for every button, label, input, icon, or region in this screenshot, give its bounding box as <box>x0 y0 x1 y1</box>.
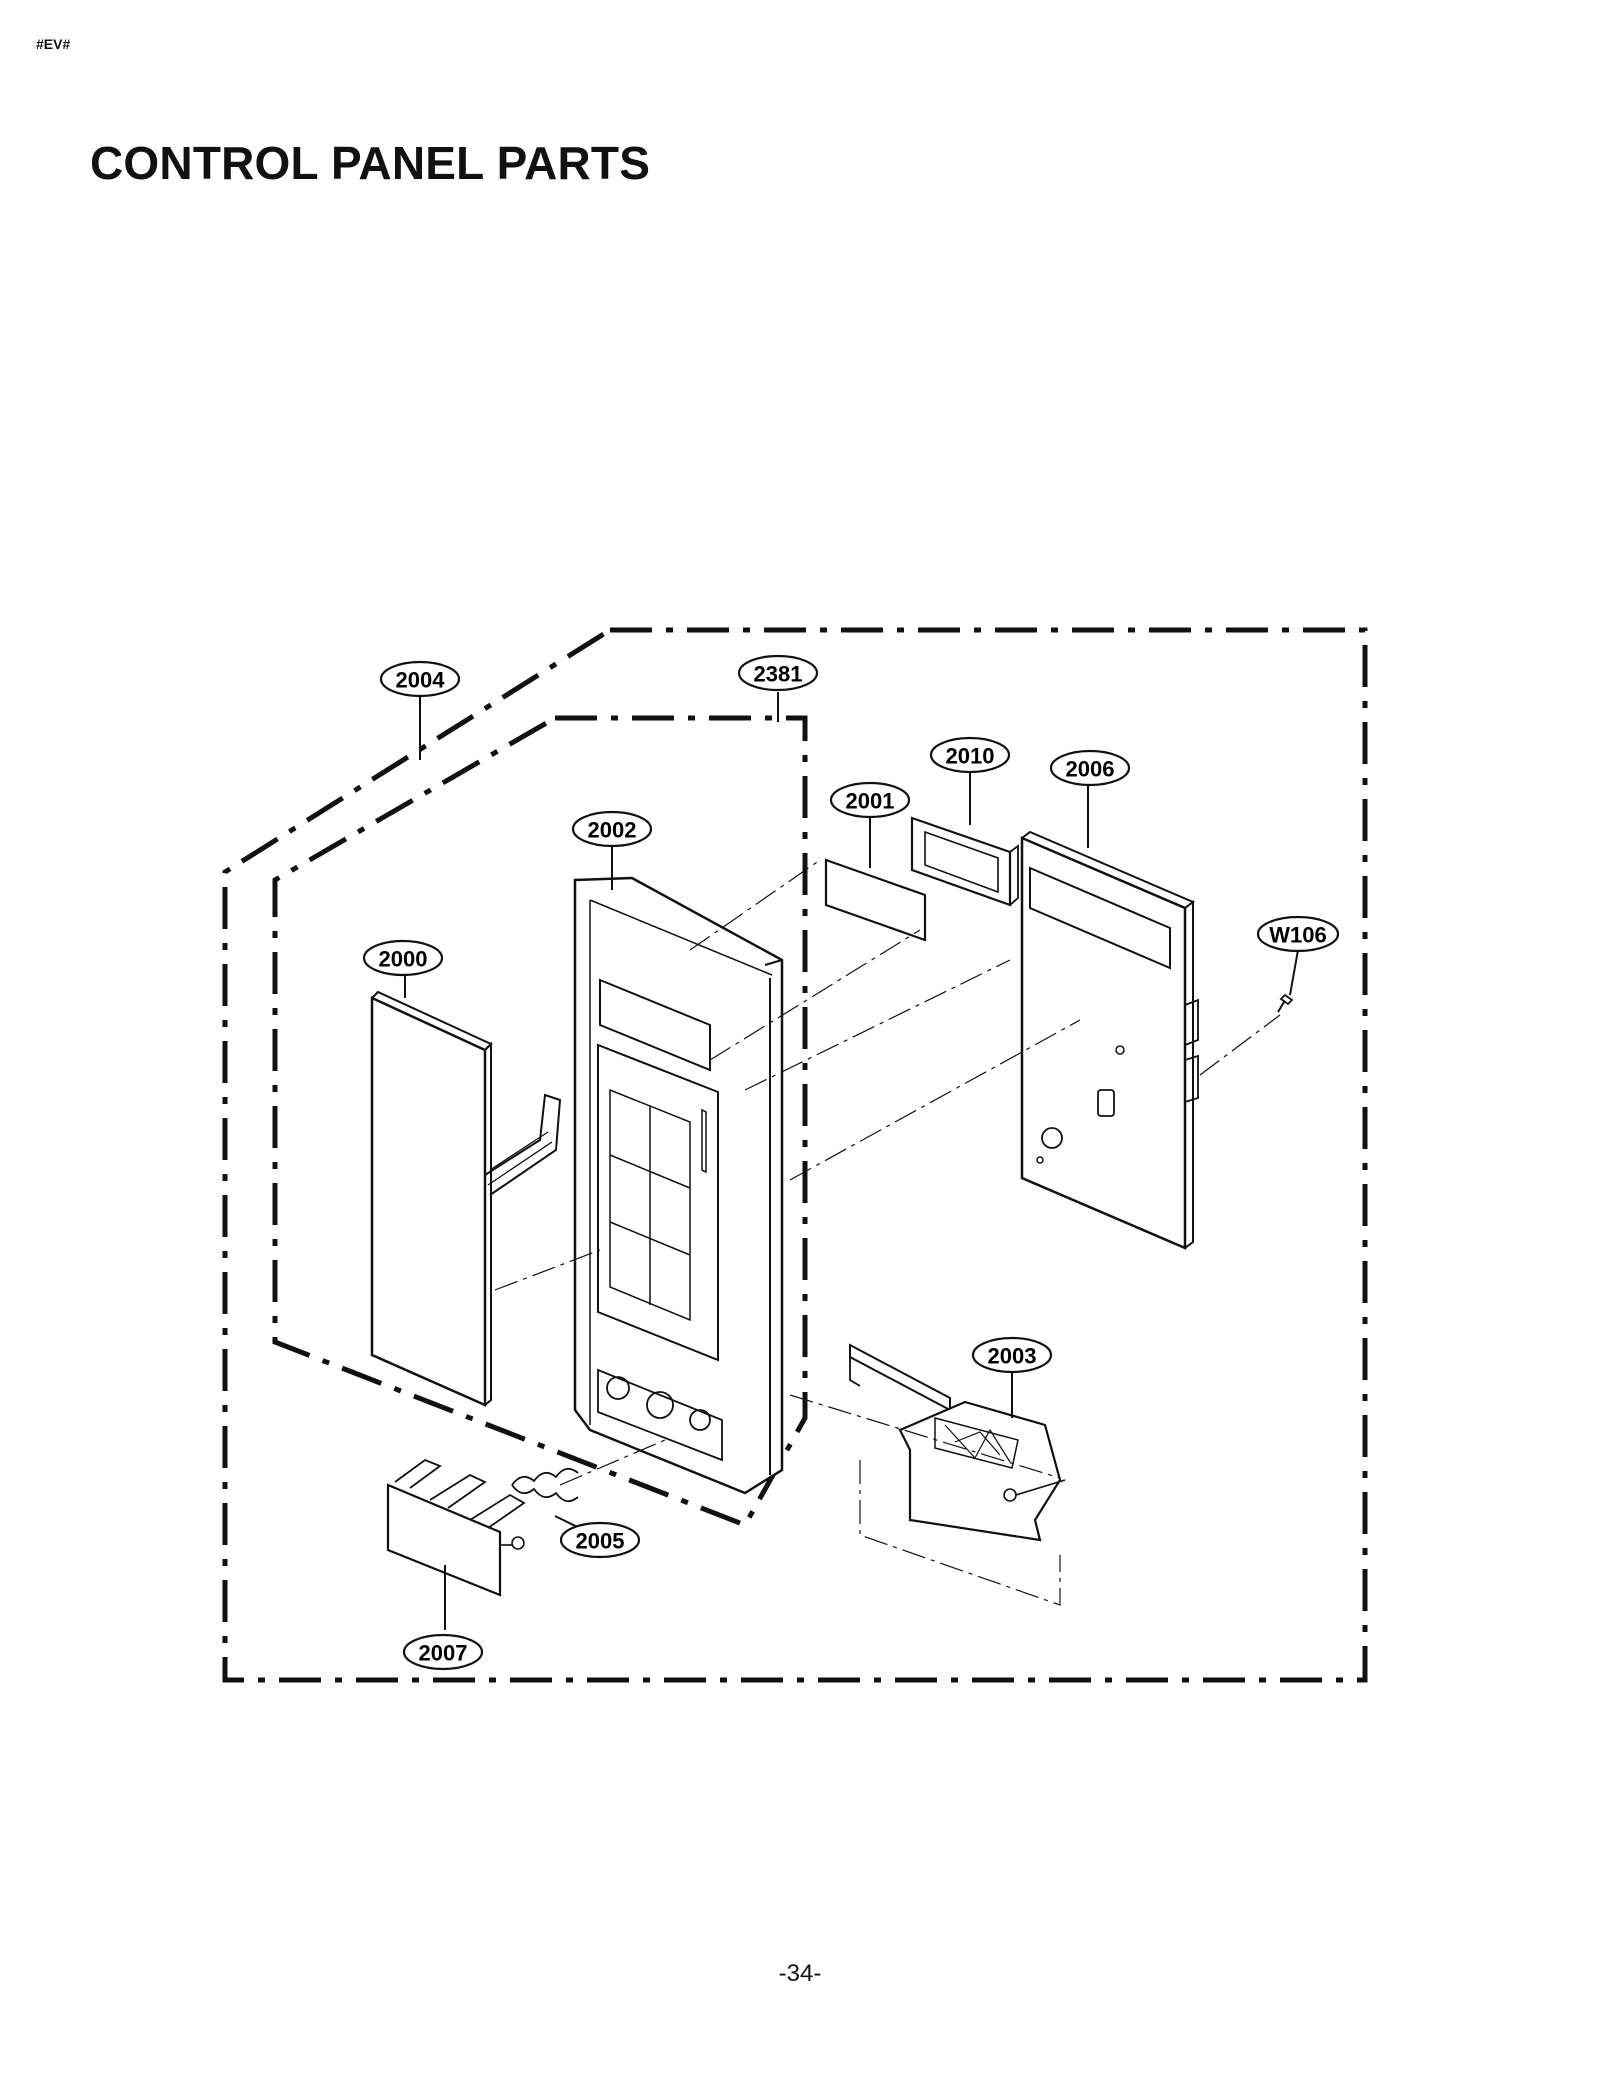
svg-text:W106: W106 <box>1269 923 1326 948</box>
alignment-lines <box>494 859 1281 1606</box>
callout-2010: 2010 <box>929 736 1011 774</box>
outer-assembly-boundary <box>222 627 1368 1683</box>
display-window-part <box>824 858 927 942</box>
svg-text:2000: 2000 <box>379 947 428 972</box>
svg-text:2001: 2001 <box>846 789 895 814</box>
callout-2000: 2000 <box>362 939 444 977</box>
callout-2001: 2001 <box>829 781 911 819</box>
callout-2006: 2006 <box>1049 749 1131 787</box>
spring-part <box>511 1467 579 1503</box>
svg-text:2006: 2006 <box>1066 757 1115 782</box>
screw-part <box>1277 993 1294 1013</box>
svg-text:2010: 2010 <box>946 744 995 769</box>
lcd-holder-part <box>910 816 1019 907</box>
pcb-assembly-part <box>1020 830 1199 1250</box>
page-number: -34- <box>778 1960 822 1987</box>
callout-2007: 2007 <box>402 1633 484 1671</box>
page-title: CONTROL PANEL PARTS <box>90 137 651 189</box>
callout-w106: W106 <box>1256 915 1340 953</box>
svg-text:2003: 2003 <box>988 1344 1037 1369</box>
inner-subassembly-boundary <box>272 715 808 1529</box>
callout-2002: 2002 <box>571 810 653 848</box>
latch-lever-part <box>849 1343 1066 1542</box>
callout-2004: 2004 <box>379 660 461 698</box>
callout-2381: 2381 <box>737 654 819 692</box>
callout-2005: 2005 <box>559 1521 641 1559</box>
document-tag: #EV# <box>36 36 71 52</box>
svg-text:2007: 2007 <box>419 1641 468 1666</box>
svg-text:2002: 2002 <box>588 818 637 843</box>
callout-2003: 2003 <box>971 1336 1053 1374</box>
membrane-keypad-part <box>370 990 562 1407</box>
svg-text:2004: 2004 <box>396 668 446 693</box>
svg-text:2005: 2005 <box>576 1529 625 1554</box>
control-panel-frame-part <box>573 876 784 1495</box>
push-button-part <box>386 1458 526 1597</box>
svg-text:2381: 2381 <box>754 662 803 687</box>
